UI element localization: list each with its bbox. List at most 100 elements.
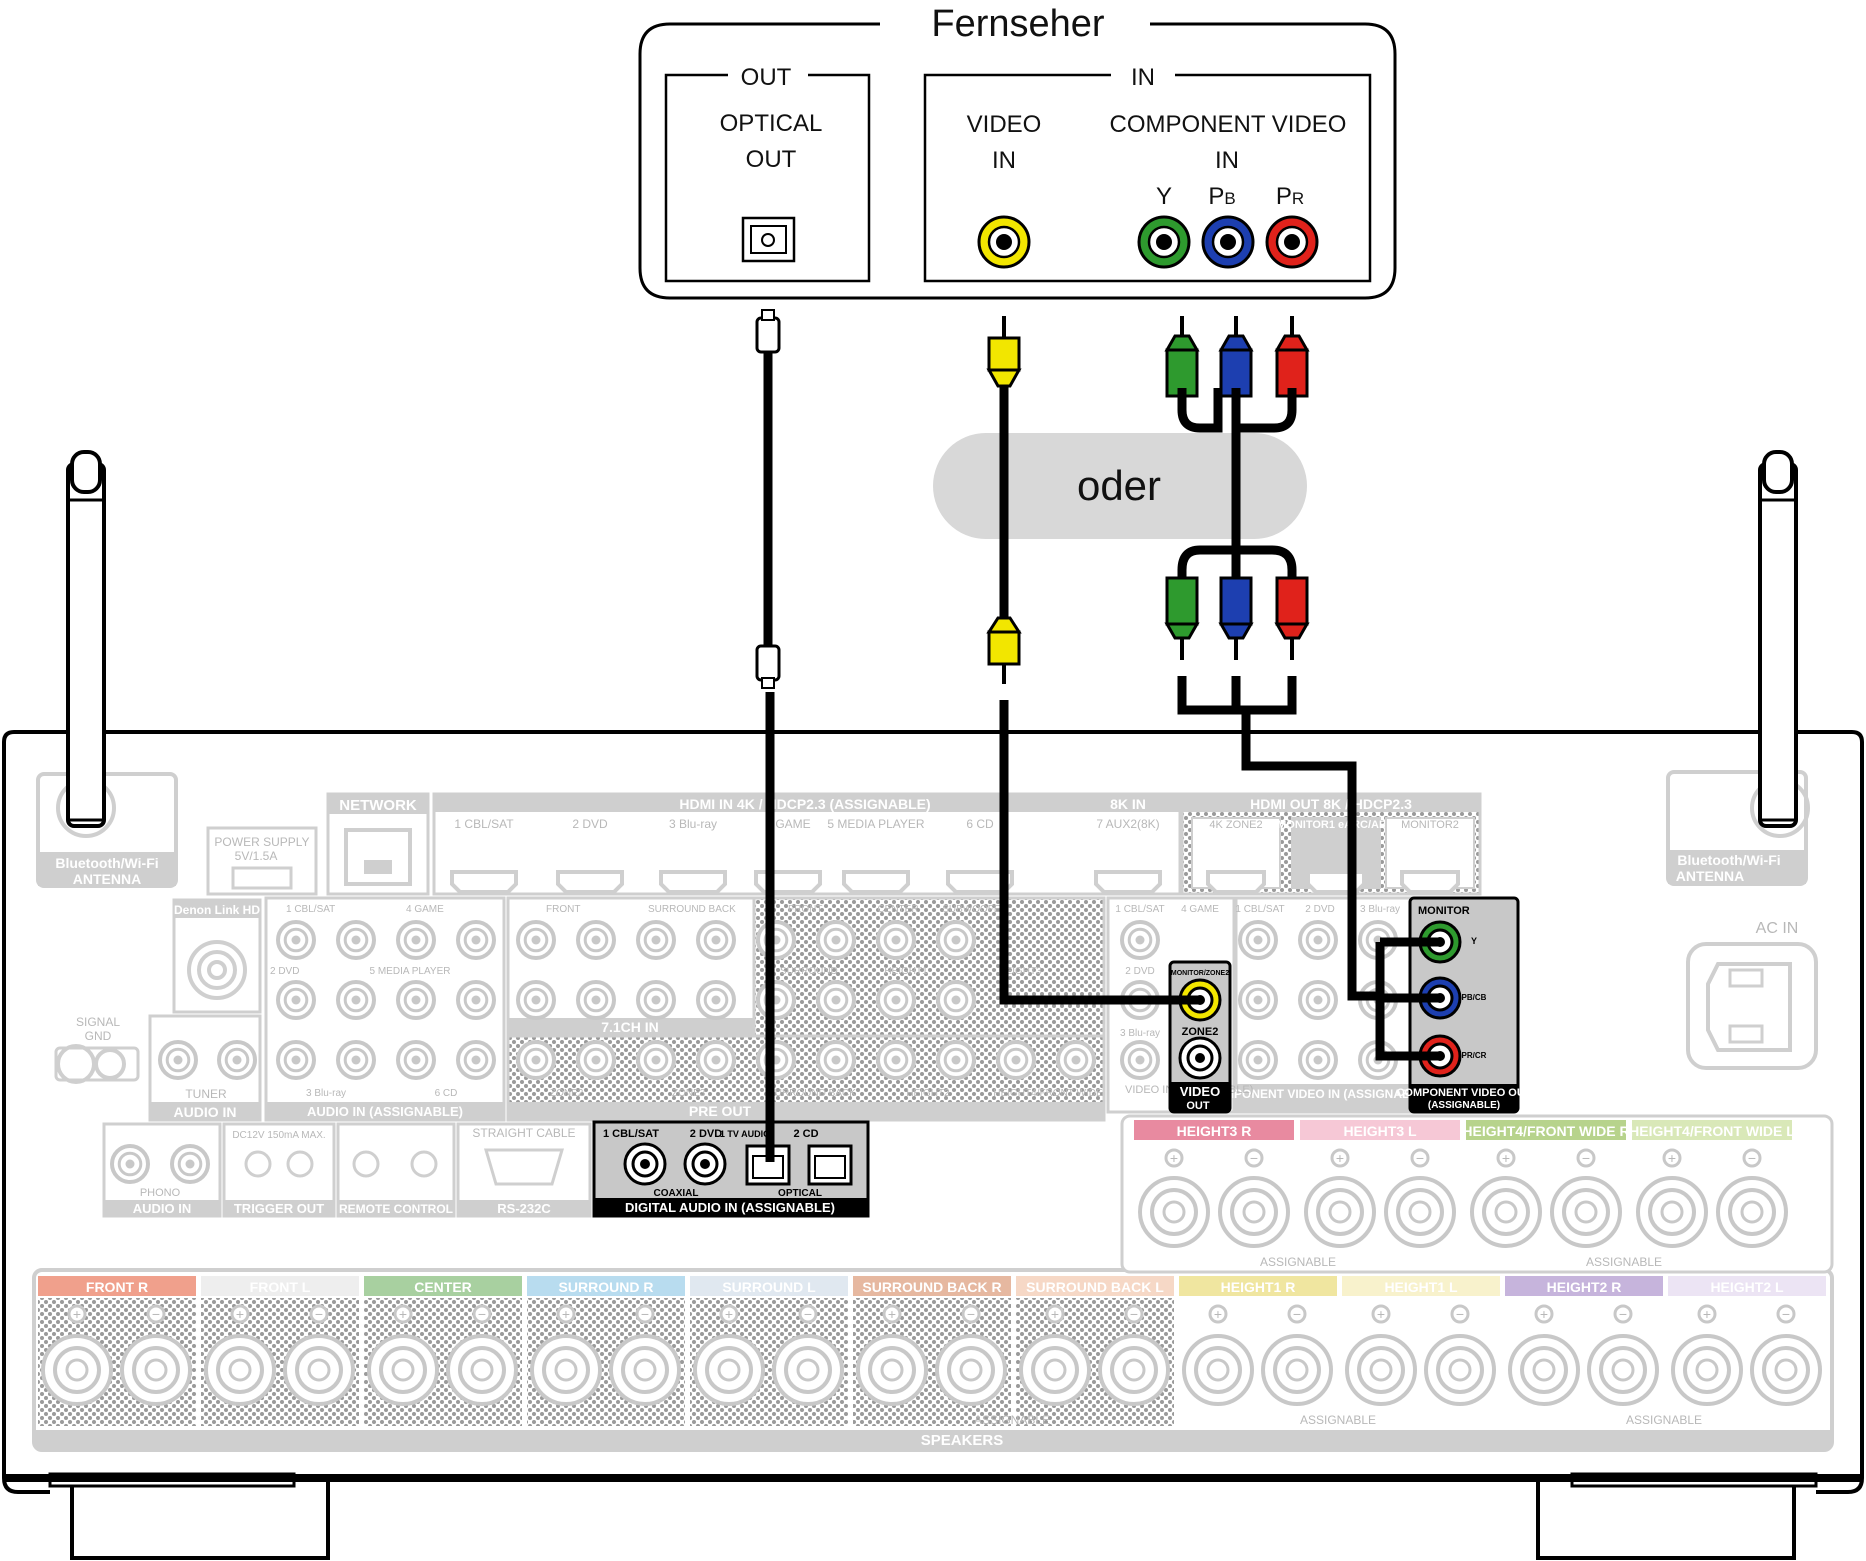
pre-out-jack[interactable] (876, 980, 916, 1020)
pre-out-jack[interactable] (816, 1040, 856, 1080)
pre-out-jack[interactable] (756, 920, 796, 960)
component-in-jack[interactable] (1238, 920, 1278, 960)
video-in-jack[interactable] (1120, 1040, 1160, 1080)
audio-in-jack[interactable] (396, 980, 436, 1020)
optical-2-cd-jack[interactable] (807, 1144, 853, 1186)
pre-out-jack[interactable] (756, 1040, 796, 1080)
pre-out-jack[interactable] (936, 920, 976, 960)
pre-out-jack[interactable] (936, 1040, 976, 1080)
tv-component-pb-jack[interactable] (1201, 215, 1255, 269)
hdmi-in-port[interactable] (842, 870, 910, 894)
component-in-jack[interactable] (1298, 1040, 1338, 1080)
tuner-jack[interactable] (217, 1040, 257, 1080)
pre-out-jack[interactable] (876, 1040, 916, 1080)
optical-cable[interactable] (755, 309, 781, 1162)
antenna-left[interactable] (66, 450, 106, 828)
pre-out-jack[interactable] (696, 1040, 736, 1080)
speaker-terminal[interactable]: − (1218, 1148, 1290, 1248)
component-cable[interactable] (1164, 316, 1440, 1061)
video-cable[interactable] (986, 316, 1200, 1005)
pre-out-jack[interactable] (996, 1040, 1036, 1080)
denon-link-port[interactable]: Denon Link HD (172, 898, 262, 1014)
speaker-terminal[interactable]: − (120, 1304, 192, 1406)
tuner-jack[interactable] (158, 1040, 198, 1080)
seven-ch-in-jack[interactable] (636, 980, 676, 1020)
speaker-terminal[interactable]: − (1587, 1304, 1659, 1406)
pre-out-jack[interactable] (516, 1040, 556, 1080)
audio-in-jack[interactable] (456, 920, 496, 960)
pre-out-jack[interactable] (816, 980, 856, 1020)
speaker-terminal[interactable]: − (283, 1304, 355, 1406)
coaxial-1-jack[interactable] (623, 1142, 667, 1186)
speaker-terminal[interactable]: + (693, 1304, 765, 1406)
hdmi-out-port[interactable] (1400, 870, 1460, 894)
hdmi-in-port[interactable] (1094, 870, 1162, 894)
speaker-terminal[interactable]: − (609, 1304, 681, 1406)
antenna-right[interactable] (1758, 450, 1798, 828)
tv-optical-out-port[interactable] (741, 216, 796, 263)
component-in-jack[interactable] (1238, 980, 1278, 1020)
coaxial-2-jack[interactable] (683, 1142, 727, 1186)
audio-in-jack[interactable] (456, 980, 496, 1020)
seven-ch-in-jack[interactable] (576, 980, 616, 1020)
signal-gnd-terminal[interactable] (54, 1044, 140, 1084)
phono-jack[interactable] (170, 1144, 210, 1184)
speaker-terminal[interactable]: + (1019, 1304, 1091, 1406)
speaker-terminal[interactable]: − (1424, 1304, 1496, 1406)
speaker-terminal[interactable]: + (1470, 1148, 1542, 1248)
speaker-terminal[interactable]: − (446, 1304, 518, 1406)
component-in-jack[interactable] (1298, 980, 1338, 1020)
pre-out-jack[interactable] (1056, 1040, 1096, 1080)
phono-jack[interactable] (110, 1144, 150, 1184)
speaker-terminal[interactable]: + (367, 1304, 439, 1406)
speaker-terminal[interactable]: − (1550, 1148, 1622, 1248)
speaker-terminal[interactable]: − (935, 1304, 1007, 1406)
component-in-jack[interactable] (1238, 1040, 1278, 1080)
network-port[interactable]: NETWORK (326, 792, 430, 896)
usb-power-port[interactable]: POWER SUPPLY 5V/1.5A (206, 826, 318, 896)
tv-component-y-jack[interactable] (1137, 215, 1191, 269)
speaker-terminal[interactable]: − (1750, 1304, 1822, 1406)
speaker-terminal[interactable]: − (1384, 1148, 1456, 1248)
pre-out-jack[interactable] (576, 1040, 616, 1080)
audio-in-jack[interactable] (276, 1040, 316, 1080)
hdmi-in-port[interactable] (659, 870, 727, 894)
speaker-terminal[interactable]: + (1636, 1148, 1708, 1248)
pre-out-jack[interactable] (936, 980, 976, 1020)
hdmi-in-port[interactable] (556, 870, 624, 894)
speaker-terminal[interactable]: − (1716, 1148, 1788, 1248)
speaker-terminal[interactable]: + (856, 1304, 928, 1406)
pre-out-jack[interactable] (876, 920, 916, 960)
audio-in-jack[interactable] (456, 1040, 496, 1080)
audio-in-jack[interactable] (336, 1040, 376, 1080)
speaker-terminal[interactable]: − (1098, 1304, 1170, 1406)
speaker-terminal[interactable]: + (1508, 1304, 1580, 1406)
audio-in-jack[interactable] (396, 920, 436, 960)
pre-out-jack[interactable] (636, 1040, 676, 1080)
speaker-terminal[interactable]: + (1138, 1148, 1210, 1248)
seven-ch-in-jack[interactable] (516, 920, 556, 960)
component-in-jack[interactable] (1298, 920, 1338, 960)
speaker-terminal[interactable]: + (1182, 1304, 1254, 1406)
audio-in-jack[interactable] (396, 1040, 436, 1080)
seven-ch-in-jack[interactable] (696, 920, 736, 960)
video-out-zone2-jack[interactable] (1178, 1036, 1222, 1080)
seven-ch-in-jack[interactable] (576, 920, 616, 960)
speaker-terminal[interactable]: + (1671, 1304, 1743, 1406)
video-in-jack[interactable] (1120, 920, 1160, 960)
speaker-terminal[interactable]: + (530, 1304, 602, 1406)
speaker-terminal[interactable]: − (772, 1304, 844, 1406)
speaker-terminal[interactable]: − (1261, 1304, 1333, 1406)
seven-ch-in-jack[interactable] (636, 920, 676, 960)
speaker-terminal[interactable]: + (1304, 1148, 1376, 1248)
pre-out-jack[interactable] (756, 980, 796, 1020)
seven-ch-in-jack[interactable] (696, 980, 736, 1020)
pre-out-jack[interactable] (816, 920, 856, 960)
hdmi-in-port[interactable] (450, 870, 518, 894)
audio-in-jack[interactable] (336, 920, 376, 960)
audio-in-jack[interactable] (276, 980, 316, 1020)
speaker-terminal[interactable]: + (41, 1304, 113, 1406)
hdmi-out-port[interactable] (1206, 870, 1266, 894)
tv-component-pr-jack[interactable] (1265, 215, 1319, 269)
ac-in-socket[interactable] (1686, 942, 1818, 1070)
